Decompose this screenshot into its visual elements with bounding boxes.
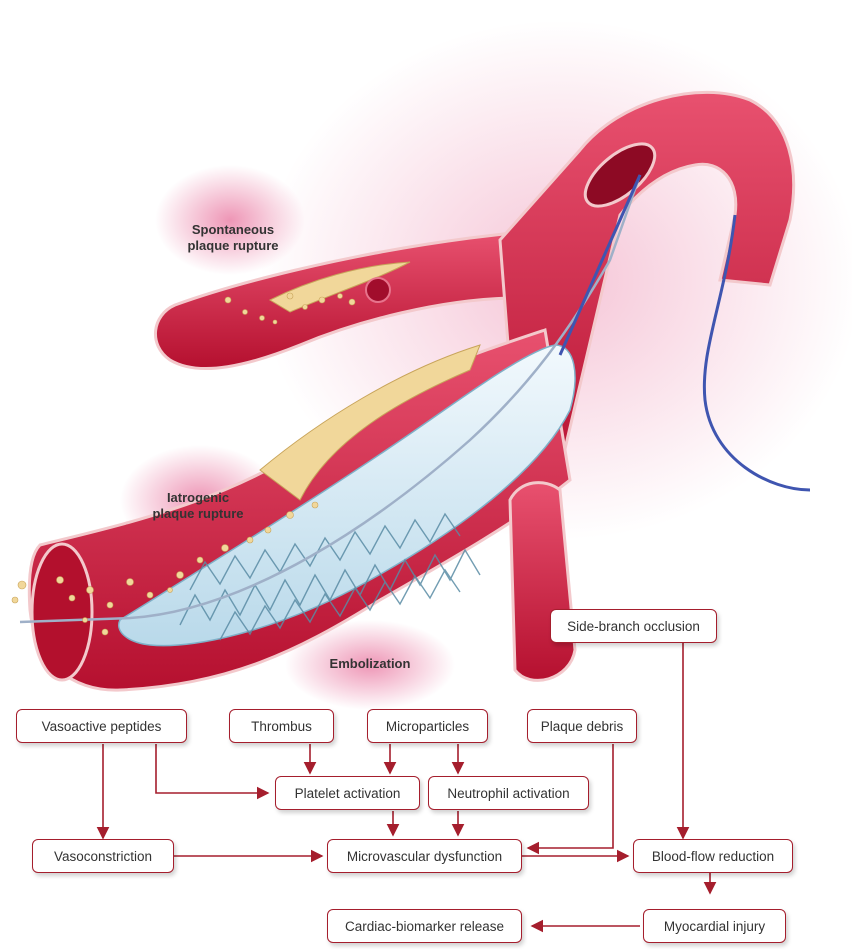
box-thrombus: Thrombus	[229, 709, 334, 743]
box-vasoconstriction: Vasoconstriction	[32, 839, 174, 873]
box-platelet-activation: Platelet activation	[275, 776, 420, 810]
box-neutrophil-activation: Neutrophil activation	[428, 776, 589, 810]
box-blood-flow-reduction: Blood-flow reduction	[633, 839, 793, 873]
box-side-branch-occlusion: Side-branch occlusion	[550, 609, 717, 643]
glow-spontaneous	[155, 165, 305, 275]
label-spontaneous-plaque-rupture: Spontaneous plaque rupture	[178, 222, 288, 253]
box-myocardial-injury: Myocardial injury	[643, 909, 786, 943]
box-plaque-debris: Plaque debris	[527, 709, 637, 743]
box-vasoactive-peptides: Vasoactive peptides	[16, 709, 187, 743]
label-iatrogenic-plaque-rupture: Iatrogenic plaque rupture	[148, 490, 248, 521]
label-embolization: Embolization	[315, 656, 425, 672]
box-microvascular-dysfunction: Microvascular dysfunction	[327, 839, 522, 873]
box-microparticles: Microparticles	[367, 709, 488, 743]
ruptured-plaque-thrombus	[366, 278, 390, 302]
box-cardiac-biomarker-release: Cardiac-biomarker release	[327, 909, 522, 943]
